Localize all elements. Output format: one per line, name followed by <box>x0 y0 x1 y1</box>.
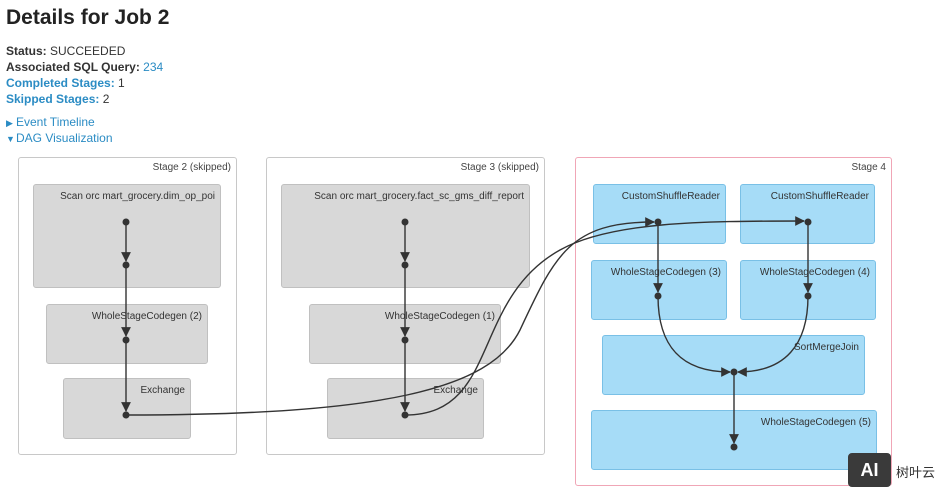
caret-right-icon: ▶ <box>6 118 13 128</box>
custom-shuffle-reader-node-1[interactable]: CustomShuffleReader <box>593 184 726 244</box>
sql-query-link[interactable]: 234 <box>143 60 164 74</box>
edge <box>657 295 731 377</box>
status-row: Status: SUCCEEDED <box>6 44 125 59</box>
dot <box>401 261 409 269</box>
edge <box>125 217 655 416</box>
dot <box>654 218 662 226</box>
codegen-node-label: WholeStageCodegen (3) <box>610 267 721 278</box>
custom-shuffle-reader-label: CustomShuffleReader <box>770 191 869 202</box>
completed-stages-value: 1 <box>118 76 125 90</box>
watermark-logo: AI <box>848 453 891 487</box>
scan-node-label: Scan orc mart_grocery.dim_op_poi <box>60 191 215 202</box>
skipped-stages-value: 2 <box>102 92 110 106</box>
sql-label: Associated SQL Query: <box>6 60 140 74</box>
edge <box>737 295 809 377</box>
custom-shuffle-reader-label: CustomShuffleReader <box>621 191 720 202</box>
codegen-node-label: WholeStageCodegen (2) <box>91 311 202 322</box>
dot <box>122 261 130 269</box>
skipped-stages-row: Skipped Stages: 2 <box>6 92 109 107</box>
dot <box>804 218 812 226</box>
stage-2-label: Stage 2 (skipped) <box>152 162 231 173</box>
dot <box>401 336 409 344</box>
sort-merge-join-label: SortMergeJoin <box>793 342 859 353</box>
event-timeline-toggle[interactable]: ▶Event Timeline <box>6 115 95 129</box>
scan-node-label: Scan orc mart_grocery.fact_sc_gms_diff_r… <box>314 191 524 202</box>
caret-down-icon: ▼ <box>6 134 15 144</box>
page-title: Details for Job 2 <box>6 6 170 29</box>
exchange-node-label: Exchange <box>140 385 185 396</box>
dot <box>804 292 812 300</box>
exchange-node-stage-2[interactable]: Exchange <box>63 378 191 439</box>
status-value: SUCCEEDED <box>50 44 126 58</box>
sql-row: Associated SQL Query: 234 <box>6 60 163 75</box>
dot <box>401 218 409 226</box>
dot <box>122 218 130 226</box>
dot <box>730 443 738 451</box>
dot <box>730 368 738 376</box>
status-label: Status: <box>6 44 47 58</box>
scan-node-stage-2[interactable]: Scan orc mart_grocery.dim_op_poi <box>33 184 221 288</box>
dot <box>122 411 130 419</box>
dot <box>401 411 409 419</box>
codegen-node-label: WholeStageCodegen (5) <box>760 417 871 428</box>
edge <box>404 216 805 416</box>
dag-visualization-toggle[interactable]: ▼DAG Visualization <box>6 131 113 145</box>
exchange-node-label: Exchange <box>433 385 478 396</box>
dot <box>654 292 662 300</box>
watermark-text: 树叶云 <box>896 466 936 481</box>
dot <box>122 336 130 344</box>
event-timeline-label: Event Timeline <box>16 115 95 129</box>
codegen-node-label: WholeStageCodegen (4) <box>759 267 870 278</box>
stage-3-label: Stage 3 (skipped) <box>460 162 539 173</box>
dag-visualization-label: DAG Visualization <box>16 131 113 145</box>
codegen-node-label: WholeStageCodegen (1) <box>384 311 495 322</box>
completed-stages-row: Completed Stages: 1 <box>6 76 125 91</box>
stage-4-label: Stage 4 <box>851 162 886 173</box>
skipped-stages-link[interactable]: Skipped Stages: <box>6 92 100 106</box>
watermark: AI 树叶云 <box>848 453 946 491</box>
completed-stages-link[interactable]: Completed Stages: <box>6 76 115 90</box>
